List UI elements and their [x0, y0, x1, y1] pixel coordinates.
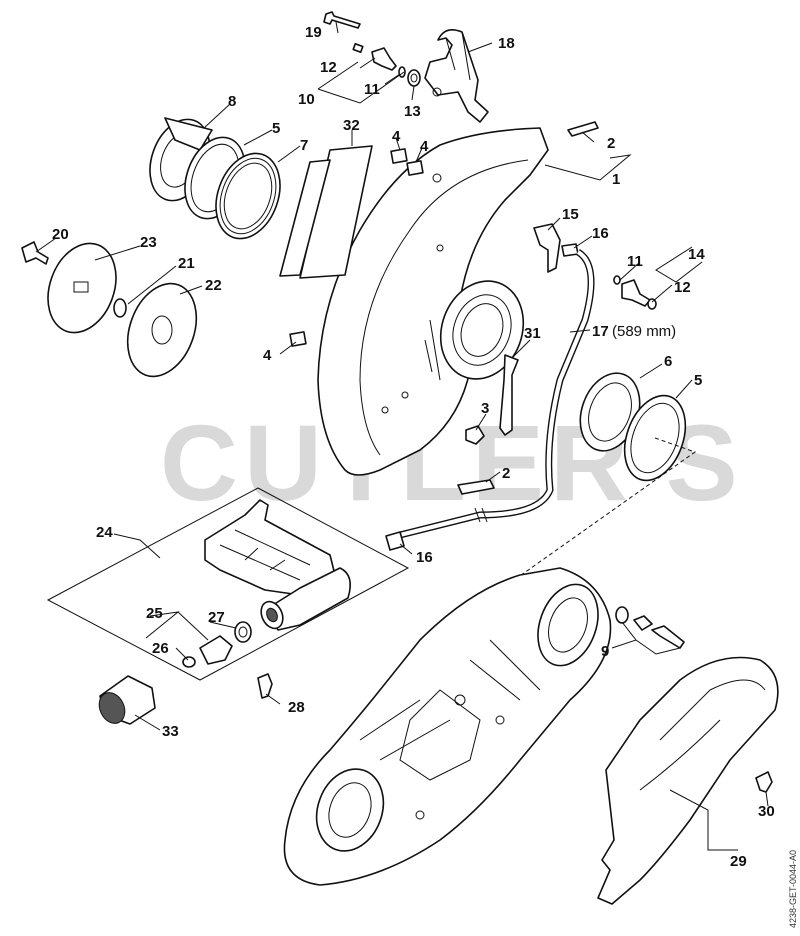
bracket-31	[499, 354, 519, 436]
nut-3	[465, 425, 485, 445]
nut-33	[98, 675, 156, 725]
label-2-bottom: 2	[502, 465, 510, 482]
assembly-24	[204, 499, 351, 631]
label-11-top: 11	[364, 81, 380, 98]
label-27: 27	[208, 609, 225, 626]
bolt-20	[21, 241, 49, 265]
label-18: 18	[498, 35, 515, 52]
washer-22	[126, 282, 198, 378]
label-7: 7	[300, 137, 308, 154]
label-4-c: 4	[263, 347, 272, 364]
label-12-top: 12	[320, 59, 337, 76]
leader-lines	[35, 21, 769, 851]
fittings-25-27	[182, 621, 252, 668]
label-26: 26	[152, 640, 169, 657]
label-22: 22	[205, 277, 222, 294]
label-4-b: 4	[420, 138, 429, 155]
label-3: 3	[481, 400, 489, 417]
ring-21	[113, 298, 127, 318]
label-31: 31	[524, 325, 541, 342]
crankcase	[283, 567, 612, 886]
drawing-code: 4238-GET-0044-A0	[788, 850, 798, 928]
clips-2	[457, 121, 599, 495]
cover-29	[597, 656, 779, 905]
label-9: 9	[601, 643, 609, 660]
label-32: 32	[343, 117, 360, 134]
label-13: 13	[404, 103, 421, 120]
label-23: 23	[140, 234, 157, 251]
label-30: 30	[758, 803, 775, 820]
blade-guard	[317, 127, 549, 476]
label-33: 33	[162, 723, 179, 740]
label-19: 19	[305, 24, 322, 41]
label-16-top: 16	[592, 225, 609, 242]
label-2-top: 2	[607, 135, 615, 152]
label-24: 24	[96, 524, 113, 541]
seal-strips-32	[279, 145, 373, 279]
label-17-note: (589 mm)	[612, 323, 676, 340]
label-29: 29	[730, 853, 747, 870]
label-17: 17	[592, 323, 609, 340]
part-labels: 19 18 12 10 11 13 8 5 7 32 4 4 2 1 20 23…	[52, 24, 775, 870]
washer-23	[47, 242, 117, 334]
bolt-19	[323, 11, 361, 29]
label-10: 10	[298, 91, 315, 108]
label-8: 8	[228, 93, 236, 110]
label-25: 25	[146, 605, 163, 622]
label-11-right: 11	[627, 253, 643, 270]
label-1: 1	[612, 171, 620, 188]
label-12-right: 12	[674, 279, 691, 296]
fasteners-9	[615, 606, 685, 649]
label-5-bottom: 5	[694, 372, 702, 389]
screw-28	[257, 673, 273, 699]
lever-15	[533, 223, 561, 273]
assembly-box-24	[46, 487, 410, 681]
hose-17	[399, 248, 595, 539]
label-5-top: 5	[272, 120, 280, 137]
square-nuts-4	[289, 148, 424, 347]
label-21: 21	[178, 255, 195, 272]
fasteners-right	[613, 275, 657, 310]
guard-handle	[424, 29, 489, 123]
fasteners-top	[352, 43, 421, 87]
label-4-a: 4	[392, 128, 401, 145]
alignment-line	[499, 437, 697, 591]
label-16-bottom: 16	[416, 549, 433, 566]
fitting-16-bottom	[385, 531, 405, 551]
label-14: 14	[688, 246, 705, 263]
label-20: 20	[52, 226, 69, 243]
label-15: 15	[562, 206, 579, 223]
label-28: 28	[288, 699, 305, 716]
screw-30	[755, 771, 773, 793]
label-6: 6	[664, 353, 672, 370]
ring-7	[215, 152, 281, 240]
fitting-16-top	[561, 243, 579, 257]
